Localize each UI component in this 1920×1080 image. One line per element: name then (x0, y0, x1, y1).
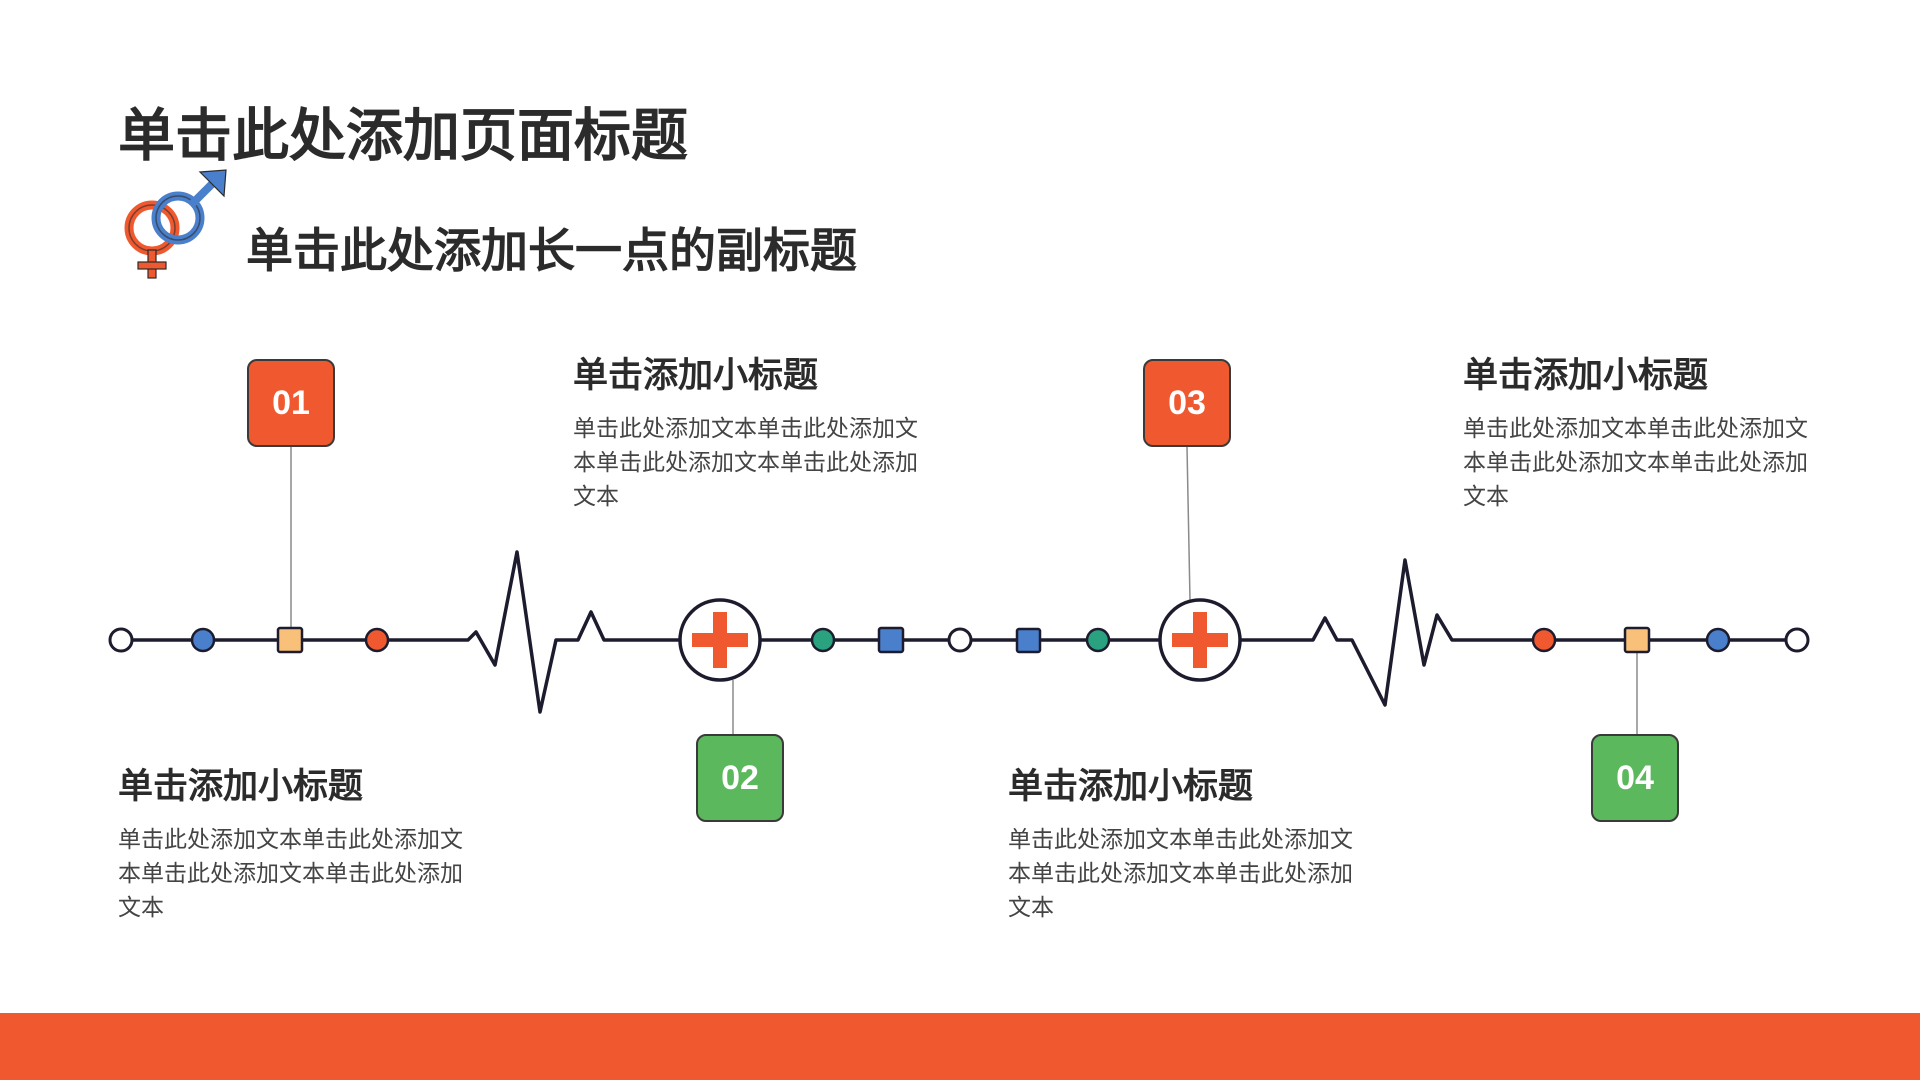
step-card-01: 单击添加小标题 单击此处添加文本单击此处添加文本单击此处添加文本单击此处添加文本 (118, 758, 478, 925)
marker-teal-dot (810, 627, 836, 653)
step-badge-03: 03 (1143, 359, 1231, 447)
marker-blue-dot (190, 627, 216, 653)
marker-blue-square (1015, 627, 1042, 654)
step-text[interactable]: 单击此处添加文本单击此处添加文本单击此处添加文本单击此处添加文本 (118, 827, 463, 921)
step-text[interactable]: 单击此处添加文本单击此处添加文本单击此处添加文本单击此处添加文本 (1008, 827, 1353, 921)
step-title[interactable]: 单击添加小标题 (1008, 767, 1254, 807)
marker-peach-square (1623, 626, 1651, 654)
marker-orange-dot (1531, 627, 1557, 653)
step-title[interactable]: 单击添加小标题 (1463, 356, 1709, 396)
connector-03 (1186, 446, 1191, 601)
marker-blue-square (877, 626, 905, 654)
heartbeat-line (119, 550, 1799, 714)
marker-ring (1784, 627, 1810, 653)
step-text[interactable]: 单击此处添加文本单击此处添加文本单击此处添加文本单击此处添加文本 (1463, 416, 1808, 510)
step-badge-02: 02 (696, 734, 784, 822)
medical-cross-icon (1158, 598, 1242, 682)
marker-ring (108, 627, 134, 653)
gender-symbols-icon (124, 169, 227, 279)
page-subtitle[interactable]: 单击此处添加长一点的副标题 (246, 224, 857, 279)
marker-blue-dot (1705, 627, 1731, 653)
marker-peach-square (276, 626, 304, 654)
marker-teal-dot (1085, 627, 1111, 653)
step-title[interactable]: 单击添加小标题 (573, 356, 819, 396)
marker-ring (947, 627, 973, 653)
marker-orange-dot (364, 627, 390, 653)
step-text[interactable]: 单击此处添加文本单击此处添加文本单击此处添加文本单击此处添加文本 (573, 416, 918, 510)
step-card-03: 单击添加小标题 单击此处添加文本单击此处添加文本单击此处添加文本单击此处添加文本 (1008, 758, 1368, 925)
page-title[interactable]: 单击此处添加页面标题 (118, 103, 688, 169)
step-badge-01: 01 (247, 359, 335, 447)
medical-cross-icon (678, 598, 762, 682)
step-card-04: 单击添加小标题 单击此处添加文本单击此处添加文本单击此处添加文本单击此处添加文本 (1463, 347, 1823, 514)
step-title[interactable]: 单击添加小标题 (118, 767, 364, 807)
step-card-02: 单击添加小标题 单击此处添加文本单击此处添加文本单击此处添加文本单击此处添加文本 (573, 347, 933, 514)
male-symbol-icon (151, 169, 227, 245)
female-symbol-icon (124, 200, 180, 279)
step-badge-04: 04 (1591, 734, 1679, 822)
footer-bar (0, 1013, 1920, 1080)
